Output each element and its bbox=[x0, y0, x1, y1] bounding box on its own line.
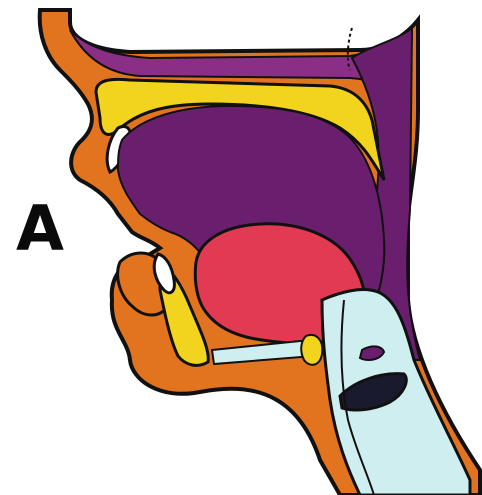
epiglottis bbox=[301, 335, 322, 365]
panel-label: A bbox=[16, 198, 64, 260]
